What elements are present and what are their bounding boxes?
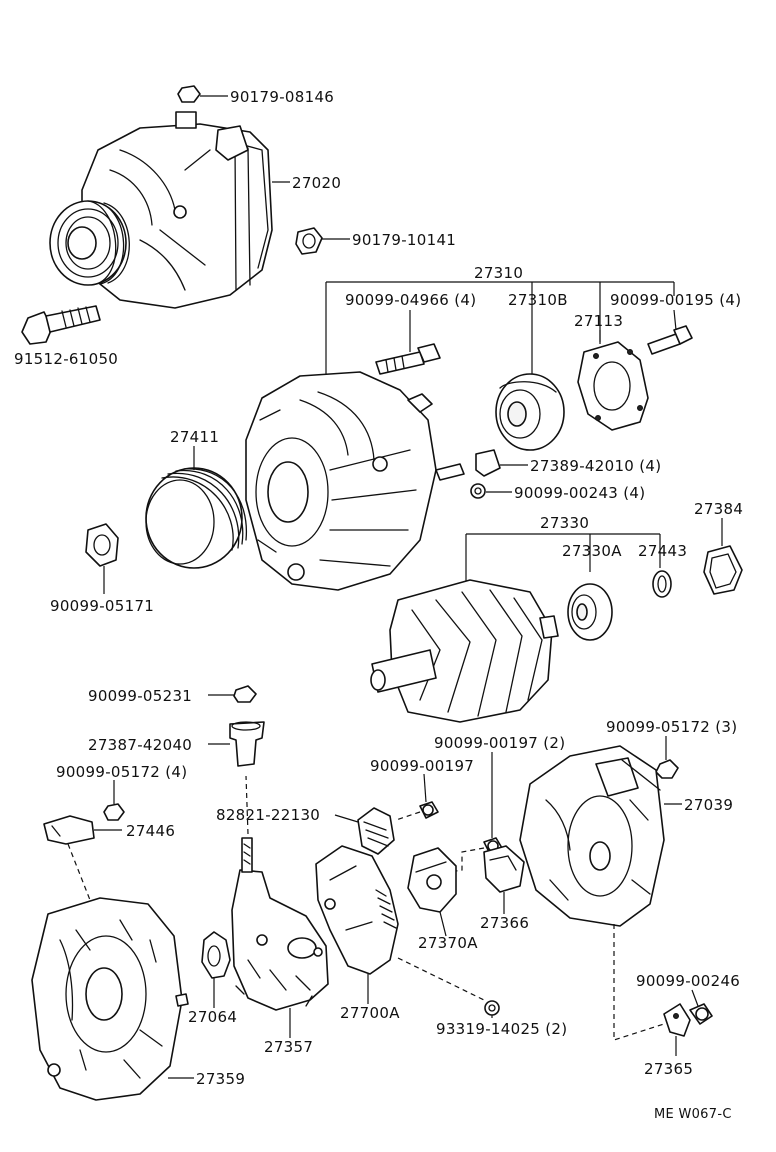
bolt-91512-61050 (21, 305, 101, 345)
washer-27443 (652, 570, 672, 598)
nut-90179-10141 (295, 227, 350, 255)
insulator-27389-42010 (435, 449, 528, 481)
label-90099-00197: 90099-00197 (370, 757, 474, 775)
label-27370A: 27370A (418, 934, 478, 952)
label-27020: 27020 (292, 174, 341, 192)
label-27366: 27366 (480, 914, 529, 932)
brush-holder-27370A (407, 847, 457, 937)
figure-code: ME W067-C (654, 1107, 732, 1122)
label-27365: 27365 (644, 1060, 693, 1078)
label-82821-22130: 82821-22130 (216, 806, 320, 824)
label-90099-00243: 90099-00243 (4) (514, 484, 645, 502)
label-27310B: 27310B (508, 291, 568, 309)
label-27389-42010: 27389-42010 (4) (530, 457, 661, 475)
cover-27384 (703, 518, 743, 595)
screw-90099-00195 (647, 309, 693, 355)
label-27359: 27359 (196, 1070, 245, 1088)
nut-90099-00243 (470, 483, 512, 499)
insulator-27446 (43, 815, 122, 901)
label-27357: 27357 (264, 1038, 313, 1056)
label-90099-05171: 90099-05171 (50, 597, 154, 615)
label-27446: 27446 (126, 822, 175, 840)
gasket-27064 (201, 931, 231, 1008)
label-90099-04966: 90099-04966 (4) (345, 291, 476, 309)
label-27387-42040: 27387-42040 (88, 736, 192, 754)
label-90099-05172-x4: 90099-05172 (4) (56, 763, 187, 781)
cover-27366 (483, 845, 525, 914)
label-27411: 27411 (170, 428, 219, 446)
rear-cover-27039 (519, 745, 682, 927)
label-27330: 27330 (540, 514, 589, 532)
label-90179-08146: 90179-08146 (230, 88, 334, 106)
regulator-27700A (315, 845, 485, 1004)
nut-90099-05231 (208, 685, 257, 703)
label-27443: 27443 (638, 542, 687, 560)
bracket-27365 (613, 924, 691, 1056)
label-93319-14025: 93319-14025 (2) (436, 1020, 567, 1038)
washer-93319-14025 (484, 1000, 500, 1018)
label-91512-61050: 91512-61050 (14, 350, 118, 368)
label-90179-10141: 90179-10141 (352, 231, 456, 249)
bearing-27330A (567, 583, 613, 641)
rotor-27330 (370, 579, 559, 723)
stud-90099-04966 (375, 310, 441, 375)
nut-90179-08146 (177, 85, 228, 103)
screw-90099-00246 (689, 989, 713, 1025)
nut-90099-05172-x4 (103, 780, 125, 821)
label-90099-00246: 90099-00246 (636, 972, 740, 990)
label-27384: 27384 (694, 500, 743, 518)
drive-end-frame-27310 (245, 371, 437, 591)
pulley-27411 (145, 446, 248, 569)
label-27064: 27064 (188, 1008, 237, 1026)
label-27310: 27310 (474, 264, 523, 282)
group-bracket-27330 (465, 533, 661, 582)
label-27039: 27039 (684, 796, 733, 814)
screw-90099-00197 (395, 773, 439, 821)
insulator-27387-42040 (208, 721, 265, 767)
label-27700A: 27700A (340, 1004, 400, 1022)
label-90099-00195: 90099-00195 (4) (610, 291, 741, 309)
nut-90099-05171 (85, 523, 119, 594)
label-90099-00197-x2: 90099-00197 (2) (434, 734, 565, 752)
label-90099-05172-x3: 90099-05172 (3) (606, 718, 737, 736)
label-90099-05231: 90099-05231 (88, 687, 192, 705)
alternator-assembly-27020 (49, 111, 290, 309)
rectifier-27357 (231, 775, 329, 1038)
rear-end-frame-27359 (31, 897, 194, 1101)
retainer-plate-27113 (577, 330, 649, 431)
nut-90099-05172-x3 (655, 736, 679, 779)
label-27113: 27113 (574, 312, 623, 330)
terminal-82821-22130 (334, 807, 395, 855)
bearing-27310B (495, 373, 565, 451)
label-27330A: 27330A (562, 542, 622, 560)
